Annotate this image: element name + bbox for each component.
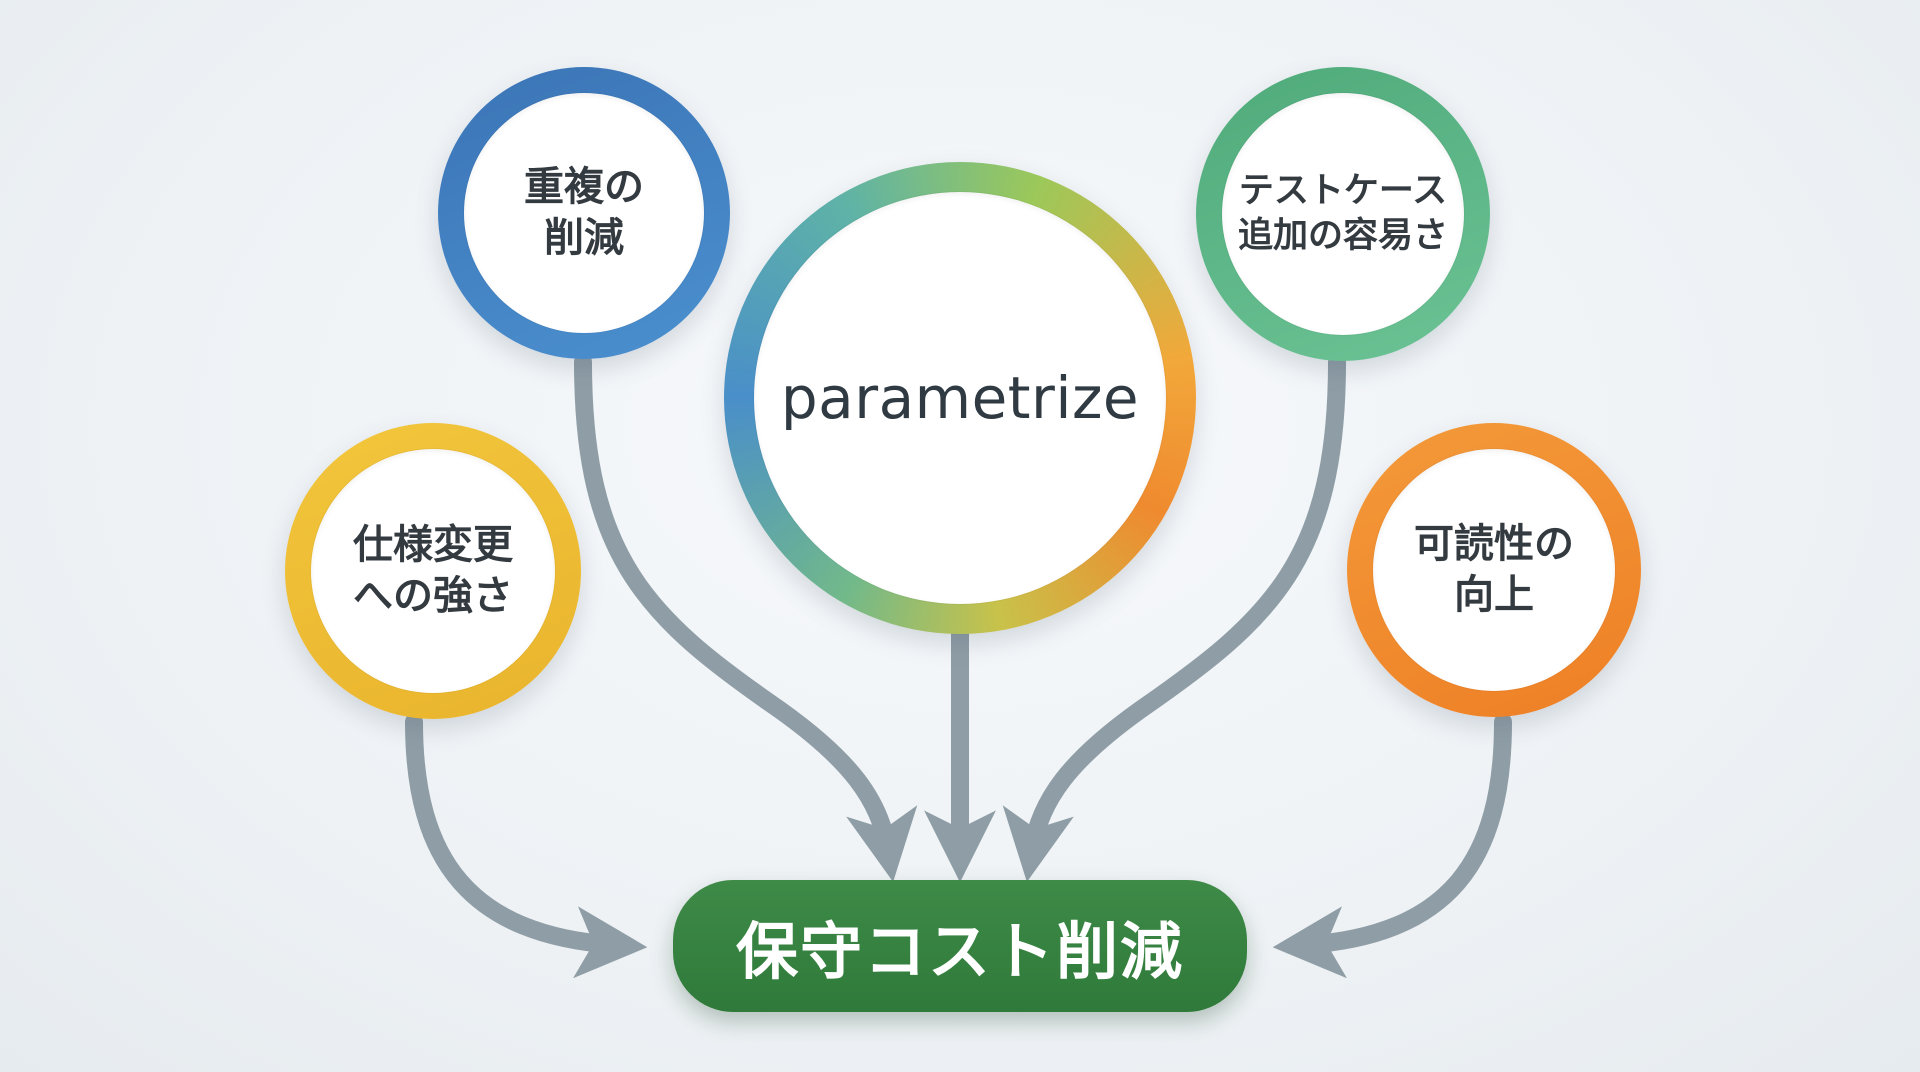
goal-box: 保守コスト削減 — [673, 880, 1247, 1012]
node-easy-test-cases-line1: テストケース — [1238, 171, 1448, 212]
arrow-readability-to-goal — [1272, 713, 1512, 979]
node-parametrize: parametrize — [724, 162, 1196, 634]
goal-label: 保守コスト削減 — [735, 915, 1184, 988]
node-spec-change-resilience-line2: への強さ — [353, 573, 513, 619]
node-parametrize-inner: parametrize — [754, 192, 1166, 604]
node-reduce-duplication-line1: 重複の — [524, 163, 644, 210]
node-easy-test-cases-inner: テストケース 追加の容易さ — [1222, 93, 1464, 335]
node-reduce-duplication-line2: 削減 — [544, 215, 624, 261]
node-reduce-duplication-inner: 重複の 削減 — [464, 93, 704, 333]
node-spec-change-resilience-inner: 仕様変更 への強さ — [311, 449, 555, 693]
node-spec-change-resilience: 仕様変更 への強さ — [285, 423, 581, 719]
node-readability: 可読性の 向上 — [1347, 423, 1641, 717]
node-reduce-duplication: 重複の 削減 — [438, 67, 730, 359]
node-readability-line2: 向上 — [1454, 572, 1534, 618]
arrow-spec-to-goal — [405, 713, 648, 979]
node-readability-line1: 可読性の — [1414, 520, 1574, 567]
node-easy-test-cases-line2: 追加の容易さ — [1237, 216, 1448, 256]
node-spec-change-resilience-line1: 仕様変更 — [353, 521, 513, 568]
arrow-testcase-to-goal — [1002, 353, 1346, 882]
arrow-duplication-to-goal — [574, 353, 918, 882]
center-label: parametrize — [780, 364, 1140, 432]
node-easy-test-cases: テストケース 追加の容易さ — [1196, 67, 1490, 361]
node-readability-inner: 可読性の 向上 — [1373, 449, 1615, 691]
